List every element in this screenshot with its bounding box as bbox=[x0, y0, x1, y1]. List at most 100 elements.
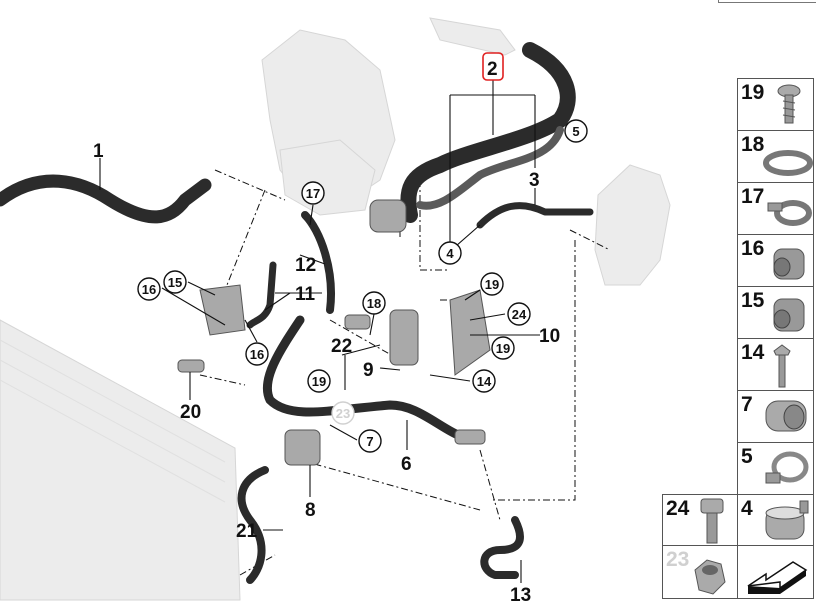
callout-7[interactable]: 7 bbox=[358, 429, 382, 453]
hose-clamp-icon bbox=[763, 150, 813, 176]
part-label: 4 bbox=[741, 497, 753, 520]
callout-14[interactable]: 14 bbox=[472, 369, 496, 393]
svg-text:16: 16 bbox=[250, 347, 264, 362]
part-cell-24[interactable]: 24 bbox=[662, 494, 738, 546]
part-cell-14[interactable]: 14 bbox=[737, 338, 814, 391]
callout-11[interactable]: 11 bbox=[295, 284, 316, 305]
part-label: 7 bbox=[741, 393, 753, 416]
svg-text:15: 15 bbox=[168, 275, 182, 290]
connection-lines bbox=[199, 169, 611, 576]
bracket-clamp-icon bbox=[765, 500, 809, 540]
callout-22[interactable]: 22 bbox=[331, 336, 352, 357]
hose-3 bbox=[416, 126, 564, 210]
connector-18 bbox=[344, 314, 371, 330]
clip-icon bbox=[765, 400, 807, 432]
hose-6 bbox=[262, 315, 475, 445]
pump-8 bbox=[284, 429, 321, 466]
hose-expansion bbox=[476, 202, 594, 229]
callout-6[interactable]: 6 bbox=[401, 454, 412, 475]
pump-10 bbox=[449, 289, 491, 376]
part-label: 19 bbox=[741, 81, 765, 104]
hose-1 bbox=[0, 174, 212, 224]
svg-text:18: 18 bbox=[367, 296, 381, 311]
svg-text:23: 23 bbox=[336, 406, 350, 421]
connector-icon bbox=[773, 248, 805, 280]
callout-9[interactable]: 9 bbox=[363, 360, 374, 381]
part-cell-7[interactable]: 7 bbox=[737, 390, 814, 443]
callout-20[interactable]: 20 bbox=[180, 402, 201, 423]
svg-text:19: 19 bbox=[485, 277, 499, 292]
callout-21[interactable]: 21 bbox=[236, 521, 258, 542]
part-cell-19[interactable]: 19 bbox=[737, 78, 814, 131]
connector-6 bbox=[454, 429, 486, 445]
part-label: 17 bbox=[741, 185, 765, 208]
hose-11 bbox=[246, 261, 277, 329]
circled-callouts: 4 5 7 14 15 16 16 17 18 19 19 19 23 24 bbox=[137, 119, 588, 453]
leader-lines bbox=[99, 80, 540, 583]
expansion-tank-ghost bbox=[594, 164, 671, 286]
callout-18[interactable]: 18 bbox=[362, 291, 386, 315]
part-label: 14 bbox=[741, 341, 765, 364]
part-cell-5[interactable]: 5 bbox=[737, 442, 814, 495]
callout-23[interactable]: 23 bbox=[331, 401, 355, 425]
arrow-cell[interactable] bbox=[737, 545, 814, 599]
part-label: 18 bbox=[741, 133, 765, 156]
hex-nut-icon bbox=[694, 559, 726, 595]
svg-text:7: 7 bbox=[366, 434, 373, 449]
callout-2[interactable]: 2 bbox=[487, 59, 498, 80]
svg-text:16: 16 bbox=[142, 282, 156, 297]
part-cell-16[interactable]: 16 bbox=[737, 234, 814, 287]
valve-9 bbox=[389, 309, 419, 366]
callout-13[interactable]: 13 bbox=[510, 585, 531, 601]
hose-12 bbox=[301, 211, 335, 314]
callout-1[interactable]: 1 bbox=[93, 141, 104, 162]
svg-text:14: 14 bbox=[477, 374, 492, 389]
callout-19[interactable]: 19 bbox=[480, 272, 504, 296]
callout-16[interactable]: 16 bbox=[137, 277, 161, 301]
callout-19[interactable]: 19 bbox=[491, 336, 515, 360]
part-cell-17[interactable]: 17 bbox=[737, 182, 814, 235]
callout-12[interactable]: 12 bbox=[295, 255, 316, 276]
part-label: 15 bbox=[741, 289, 765, 312]
callout-10[interactable]: 10 bbox=[539, 326, 560, 347]
part-cell-15[interactable]: 15 bbox=[737, 286, 814, 339]
svg-text:4: 4 bbox=[446, 246, 454, 261]
callout-15[interactable]: 15 bbox=[163, 270, 187, 294]
radiator-ghost bbox=[0, 319, 241, 601]
callout-3[interactable]: 3 bbox=[529, 170, 540, 191]
connector-icon bbox=[773, 298, 805, 332]
part-label: 24 bbox=[666, 497, 690, 520]
part-cell-4[interactable]: 4 bbox=[737, 494, 814, 546]
hoses bbox=[0, 42, 594, 584]
svg-text:24: 24 bbox=[512, 307, 527, 322]
svg-text:5: 5 bbox=[572, 124, 579, 139]
sensor-20 bbox=[177, 359, 205, 373]
metal-parts bbox=[177, 199, 491, 466]
part-cell-23[interactable]: 23 bbox=[662, 545, 738, 599]
hose-13 bbox=[480, 516, 524, 579]
callout-5[interactable]: 5 bbox=[564, 119, 588, 143]
svg-text:19: 19 bbox=[312, 374, 326, 389]
hose-2 bbox=[400, 42, 576, 223]
callout-17[interactable]: 17 bbox=[301, 181, 325, 205]
callout-4[interactable]: 4 bbox=[438, 241, 462, 265]
part-label: 23 bbox=[666, 548, 690, 571]
svg-text:19: 19 bbox=[496, 341, 510, 356]
callout-24[interactable]: 24 bbox=[507, 302, 531, 326]
egr-cooler-ghost bbox=[261, 17, 516, 216]
clamp-icon bbox=[767, 200, 812, 226]
callout-16[interactable]: 16 bbox=[245, 342, 269, 366]
hose-21 bbox=[237, 466, 269, 584]
part-cell-18[interactable]: 18 bbox=[737, 130, 814, 183]
bolt-icon bbox=[773, 344, 791, 388]
fitting-15 bbox=[199, 284, 246, 336]
hex-bolt-icon bbox=[700, 498, 724, 544]
corner-frame bbox=[718, 0, 816, 3]
callout-8[interactable]: 8 bbox=[305, 500, 316, 521]
svg-text:17: 17 bbox=[306, 186, 320, 201]
arrow-icon bbox=[747, 561, 808, 594]
callout-19[interactable]: 19 bbox=[307, 369, 331, 393]
thermostat-housing bbox=[369, 199, 407, 233]
